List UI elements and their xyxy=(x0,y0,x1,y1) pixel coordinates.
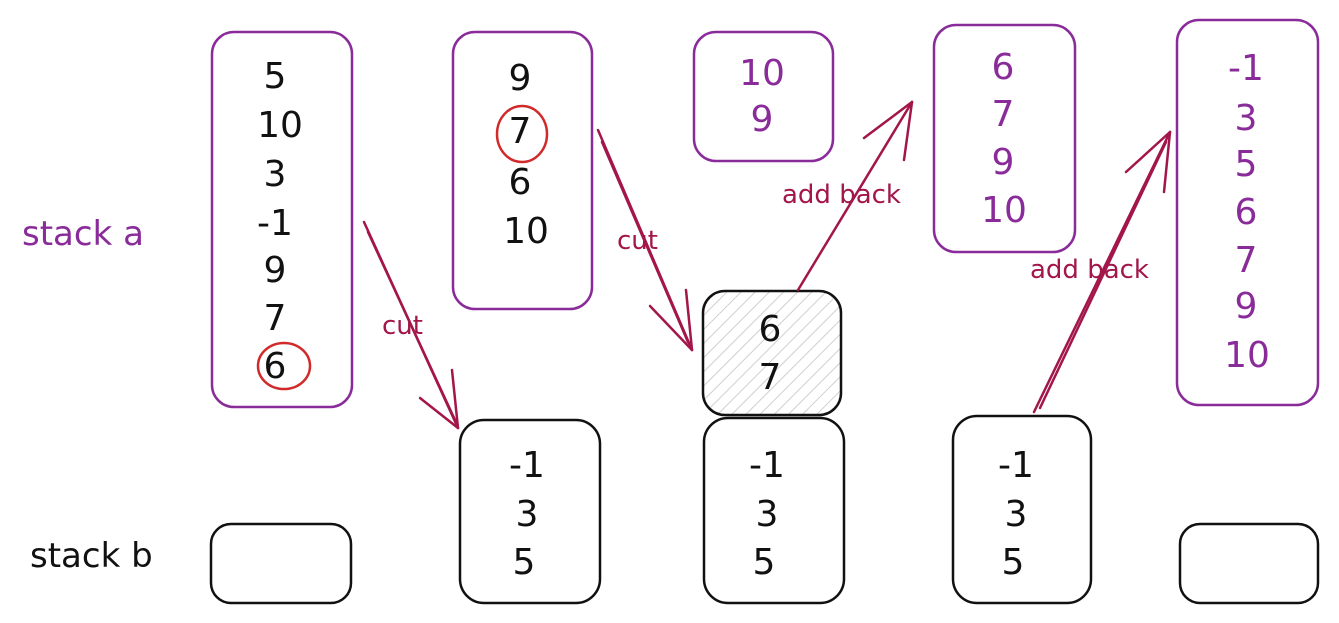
highlight-circle-6 xyxy=(256,341,312,391)
add-back-arrow-1 xyxy=(796,100,914,292)
stack-a-box-4 xyxy=(932,23,1077,254)
add-back-label-1: add back xyxy=(782,180,901,210)
stack-b4-value: 5 xyxy=(1002,542,1025,583)
stack-a4-value: 10 xyxy=(981,190,1027,231)
stack-a1-value: 6 xyxy=(264,346,287,387)
stack-b-values-3: -1 3 5 xyxy=(749,445,785,583)
stack-a5-value: 9 xyxy=(1235,286,1258,327)
stack-a-values-5: -1 3 5 6 7 9 10 xyxy=(1224,48,1270,376)
stack-b-box-4 xyxy=(951,414,1093,605)
stack-b3-value: -1 xyxy=(749,445,785,486)
cut-block-box xyxy=(701,289,843,417)
stack-a2-value: 10 xyxy=(503,211,549,252)
cut-block-values: 6 7 xyxy=(759,309,782,398)
stack-a1-value: -1 xyxy=(257,203,293,244)
stack-b3-value: 5 xyxy=(753,542,776,583)
stack-b-values-2: -1 3 5 xyxy=(509,445,545,583)
stack-a-values-4: 6 7 9 10 xyxy=(981,47,1027,231)
stack-a-values-3: 10 9 xyxy=(739,53,785,140)
stack-a1-value: 9 xyxy=(264,250,287,291)
add-back-arrow-2 xyxy=(1032,130,1172,414)
stack-b2-value: 3 xyxy=(516,494,539,535)
stack-a5-value: 10 xyxy=(1224,335,1270,376)
stack-a-box-5 xyxy=(1175,18,1320,407)
stack-a2-value: 9 xyxy=(509,58,532,99)
stack-b4-value: 3 xyxy=(1005,494,1028,535)
stack-a2-value: 6 xyxy=(509,162,532,203)
stack-a-box-1 xyxy=(210,30,354,409)
stack-a5-value: 3 xyxy=(1235,98,1258,139)
add-back-label-2: add back xyxy=(1030,255,1149,285)
cut-label-2: cut xyxy=(617,226,658,256)
stack-a1-value: 7 xyxy=(264,298,287,339)
stack-b4-value: -1 xyxy=(998,445,1034,486)
stack-b-box-1 xyxy=(209,522,353,605)
cut-label-1: cut xyxy=(382,311,423,341)
stack-b-box-2 xyxy=(458,418,602,605)
stack-b-values-4: -1 3 5 xyxy=(998,445,1034,583)
cut-block-value: 6 xyxy=(759,309,782,350)
stack-a3-value: 9 xyxy=(751,99,774,140)
highlight-circle-7 xyxy=(495,104,549,164)
stack-a-values-2: 9 7 6 10 xyxy=(503,58,549,252)
stack-a-box-3 xyxy=(692,30,835,163)
cut-arrow-2 xyxy=(596,128,694,352)
stack-a-label: stack a xyxy=(22,214,144,254)
stack-a5-value: 5 xyxy=(1235,144,1258,185)
stack-a5-value: 7 xyxy=(1235,240,1258,281)
stack-a1-value: 3 xyxy=(264,154,287,195)
stack-b-box-3 xyxy=(702,416,846,605)
stack-a1-value: 5 xyxy=(264,56,287,97)
stack-b2-value: 5 xyxy=(513,542,536,583)
stack-a-values-1: 5 10 3 -1 9 7 6 xyxy=(257,56,303,387)
stack-a4-value: 9 xyxy=(992,142,1015,183)
stack-b2-value: -1 xyxy=(509,445,545,486)
cut-arrow-1 xyxy=(362,220,460,430)
stack-a5-value: 6 xyxy=(1235,192,1258,233)
stack-b-box-5 xyxy=(1178,522,1320,605)
stack-a1-value: 10 xyxy=(257,105,303,146)
cut-block-value: 7 xyxy=(759,357,782,398)
stack-a2-value: 7 xyxy=(509,111,532,152)
stack-b-label: stack b xyxy=(30,536,153,576)
stack-b3-value: 3 xyxy=(756,494,779,535)
stack-a4-value: 7 xyxy=(992,94,1015,135)
stack-a5-value: -1 xyxy=(1228,48,1264,89)
stack-a3-value: 10 xyxy=(739,53,785,94)
stack-a4-value: 6 xyxy=(992,47,1015,88)
stack-a-box-2 xyxy=(451,30,594,311)
